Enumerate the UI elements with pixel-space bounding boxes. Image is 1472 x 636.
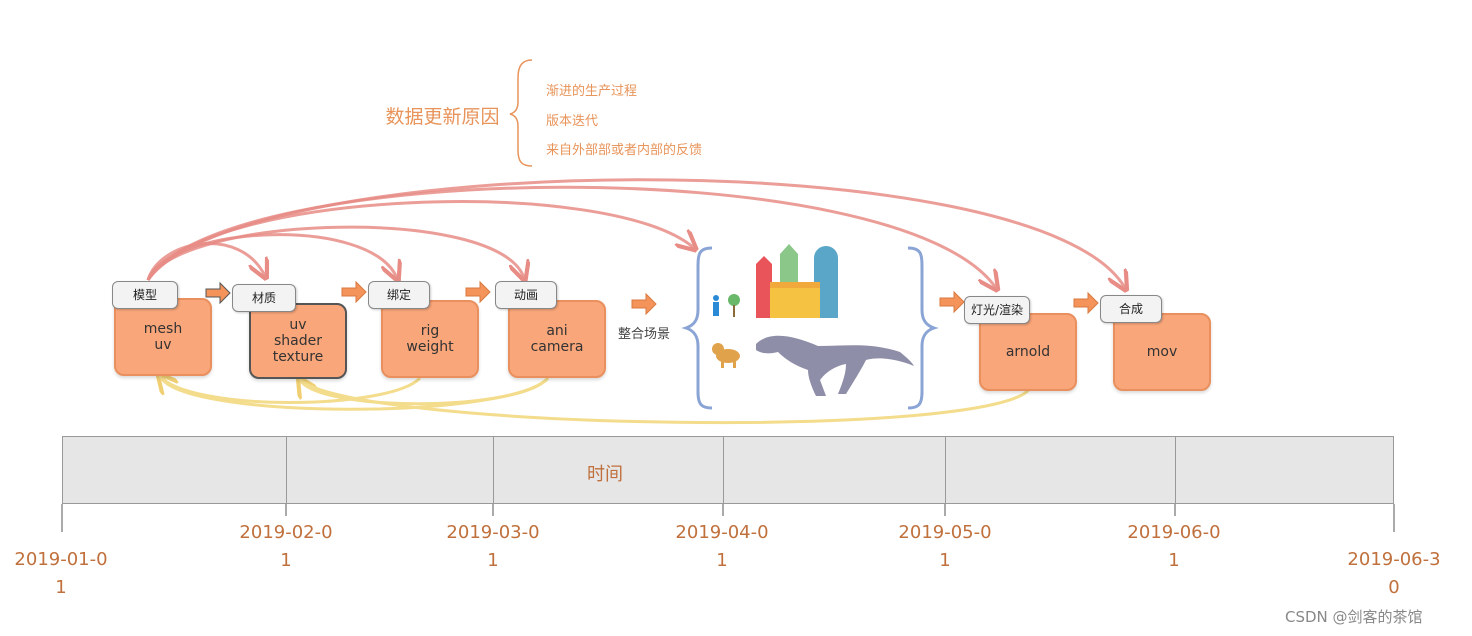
stage-content: mov [1146,344,1178,360]
timeline-divider [723,436,724,504]
stage-lighting-label: 灯光/渲染 [964,296,1030,324]
date-label: 2019-04-0 1 [657,519,787,575]
timeline-ticks [61,504,1395,532]
return-arcs [158,375,1032,425]
stage-anim-label: 动画 [495,281,557,309]
timeline-bar [62,436,1394,504]
stage-content: uv [289,317,307,333]
scene-braces [681,246,939,410]
date-label: 2019-02-0 1 [221,519,351,575]
date-line: 2019-05-0 [898,522,992,543]
date-line: 1 [280,550,292,571]
date-line: 1 [939,550,951,571]
stage-rig-box: rig weight [381,300,479,378]
integrate-scene-label: 整合场景 [618,327,671,342]
arrow-anim-scene [631,292,657,316]
date-line: 2019-06-0 [1127,522,1221,543]
stage-content: ani [546,323,568,339]
date-line: 2019-01-0 [14,549,108,570]
arrow-material-rig [341,280,367,304]
stage-content: weight [406,339,454,355]
stage-model-box: mesh uv [114,298,212,376]
stage-content: arnold [1005,344,1051,360]
date-label: 2019-05-0 1 [880,519,1010,575]
stage-content: shader [273,333,322,349]
reason-item: 来自外部部或者内部的反馈 [546,143,703,158]
return-rig-to-model [160,376,422,404]
date-line: 1 [1168,550,1180,571]
stage-content: texture [272,349,324,365]
right-brace [907,246,939,410]
arrow-rig-anim [465,280,491,304]
dog-icon [712,343,740,368]
return-light-to-material [299,378,1032,425]
dinosaur-icon [756,335,914,396]
timeline-divider [286,436,287,504]
arc-to-anim [146,225,524,280]
stage-content: mesh [143,321,183,337]
stage-model-label: 模型 [112,281,178,309]
tree-icon [728,294,740,317]
date-label: 2019-06-0 1 [1109,519,1239,575]
arc-to-light [146,185,996,288]
date-label: 2019-01-0 1 [0,546,126,602]
date-label: 2019-06-3 0 [1329,546,1459,602]
date-line: 1 [716,550,728,571]
left-brace [681,246,713,410]
stage-comp-box: mov [1113,313,1211,391]
date-line: 2019-02-0 [239,522,333,543]
date-line: 2019-04-0 [675,522,769,543]
arc-to-rig [146,233,397,280]
timeline-divider [1175,436,1176,504]
person-icon [713,295,719,316]
reason-item: 版本迭代 [546,114,599,129]
stage-material-label: 材质 [232,284,296,312]
arrow-light-comp [1073,291,1099,315]
watermark: CSDN @剑客的茶馆 [1285,608,1423,626]
timeline-divider [493,436,494,504]
update-reason-title: 数据更新原因 [385,106,500,128]
date-line: 0 [1388,577,1400,598]
date-line: 2019-06-3 [1347,549,1441,570]
stage-content: uv [154,337,172,353]
date-line: 1 [487,550,499,571]
return-anim-to-material [300,378,550,406]
arc-to-comp [146,178,1125,288]
time-label: 时间 [587,464,623,485]
reason-brace [509,59,533,167]
stage-content: camera [530,339,584,355]
arc-to-scene [146,200,694,281]
stage-rig-label: 绑定 [368,281,430,309]
stage-content: rig [420,323,440,339]
city-illustration [756,244,838,318]
update-arcs [146,178,1125,288]
return-anim-to-model [158,375,550,411]
arrow-model-material [205,281,231,305]
timeline-divider [945,436,946,504]
arrow-scene-light [939,290,965,314]
date-label: 2019-03-0 1 [428,519,558,575]
stage-material-box: uv shader texture [249,303,347,379]
reason-item: 渐进的生产过程 [546,84,638,99]
date-line: 2019-03-0 [446,522,540,543]
stage-anim-box: ani camera [508,300,606,378]
stage-lighting-box: arnold [979,313,1077,391]
stage-arrows [205,280,1099,316]
stage-comp-label: 合成 [1100,295,1162,323]
date-line: 1 [55,577,67,598]
